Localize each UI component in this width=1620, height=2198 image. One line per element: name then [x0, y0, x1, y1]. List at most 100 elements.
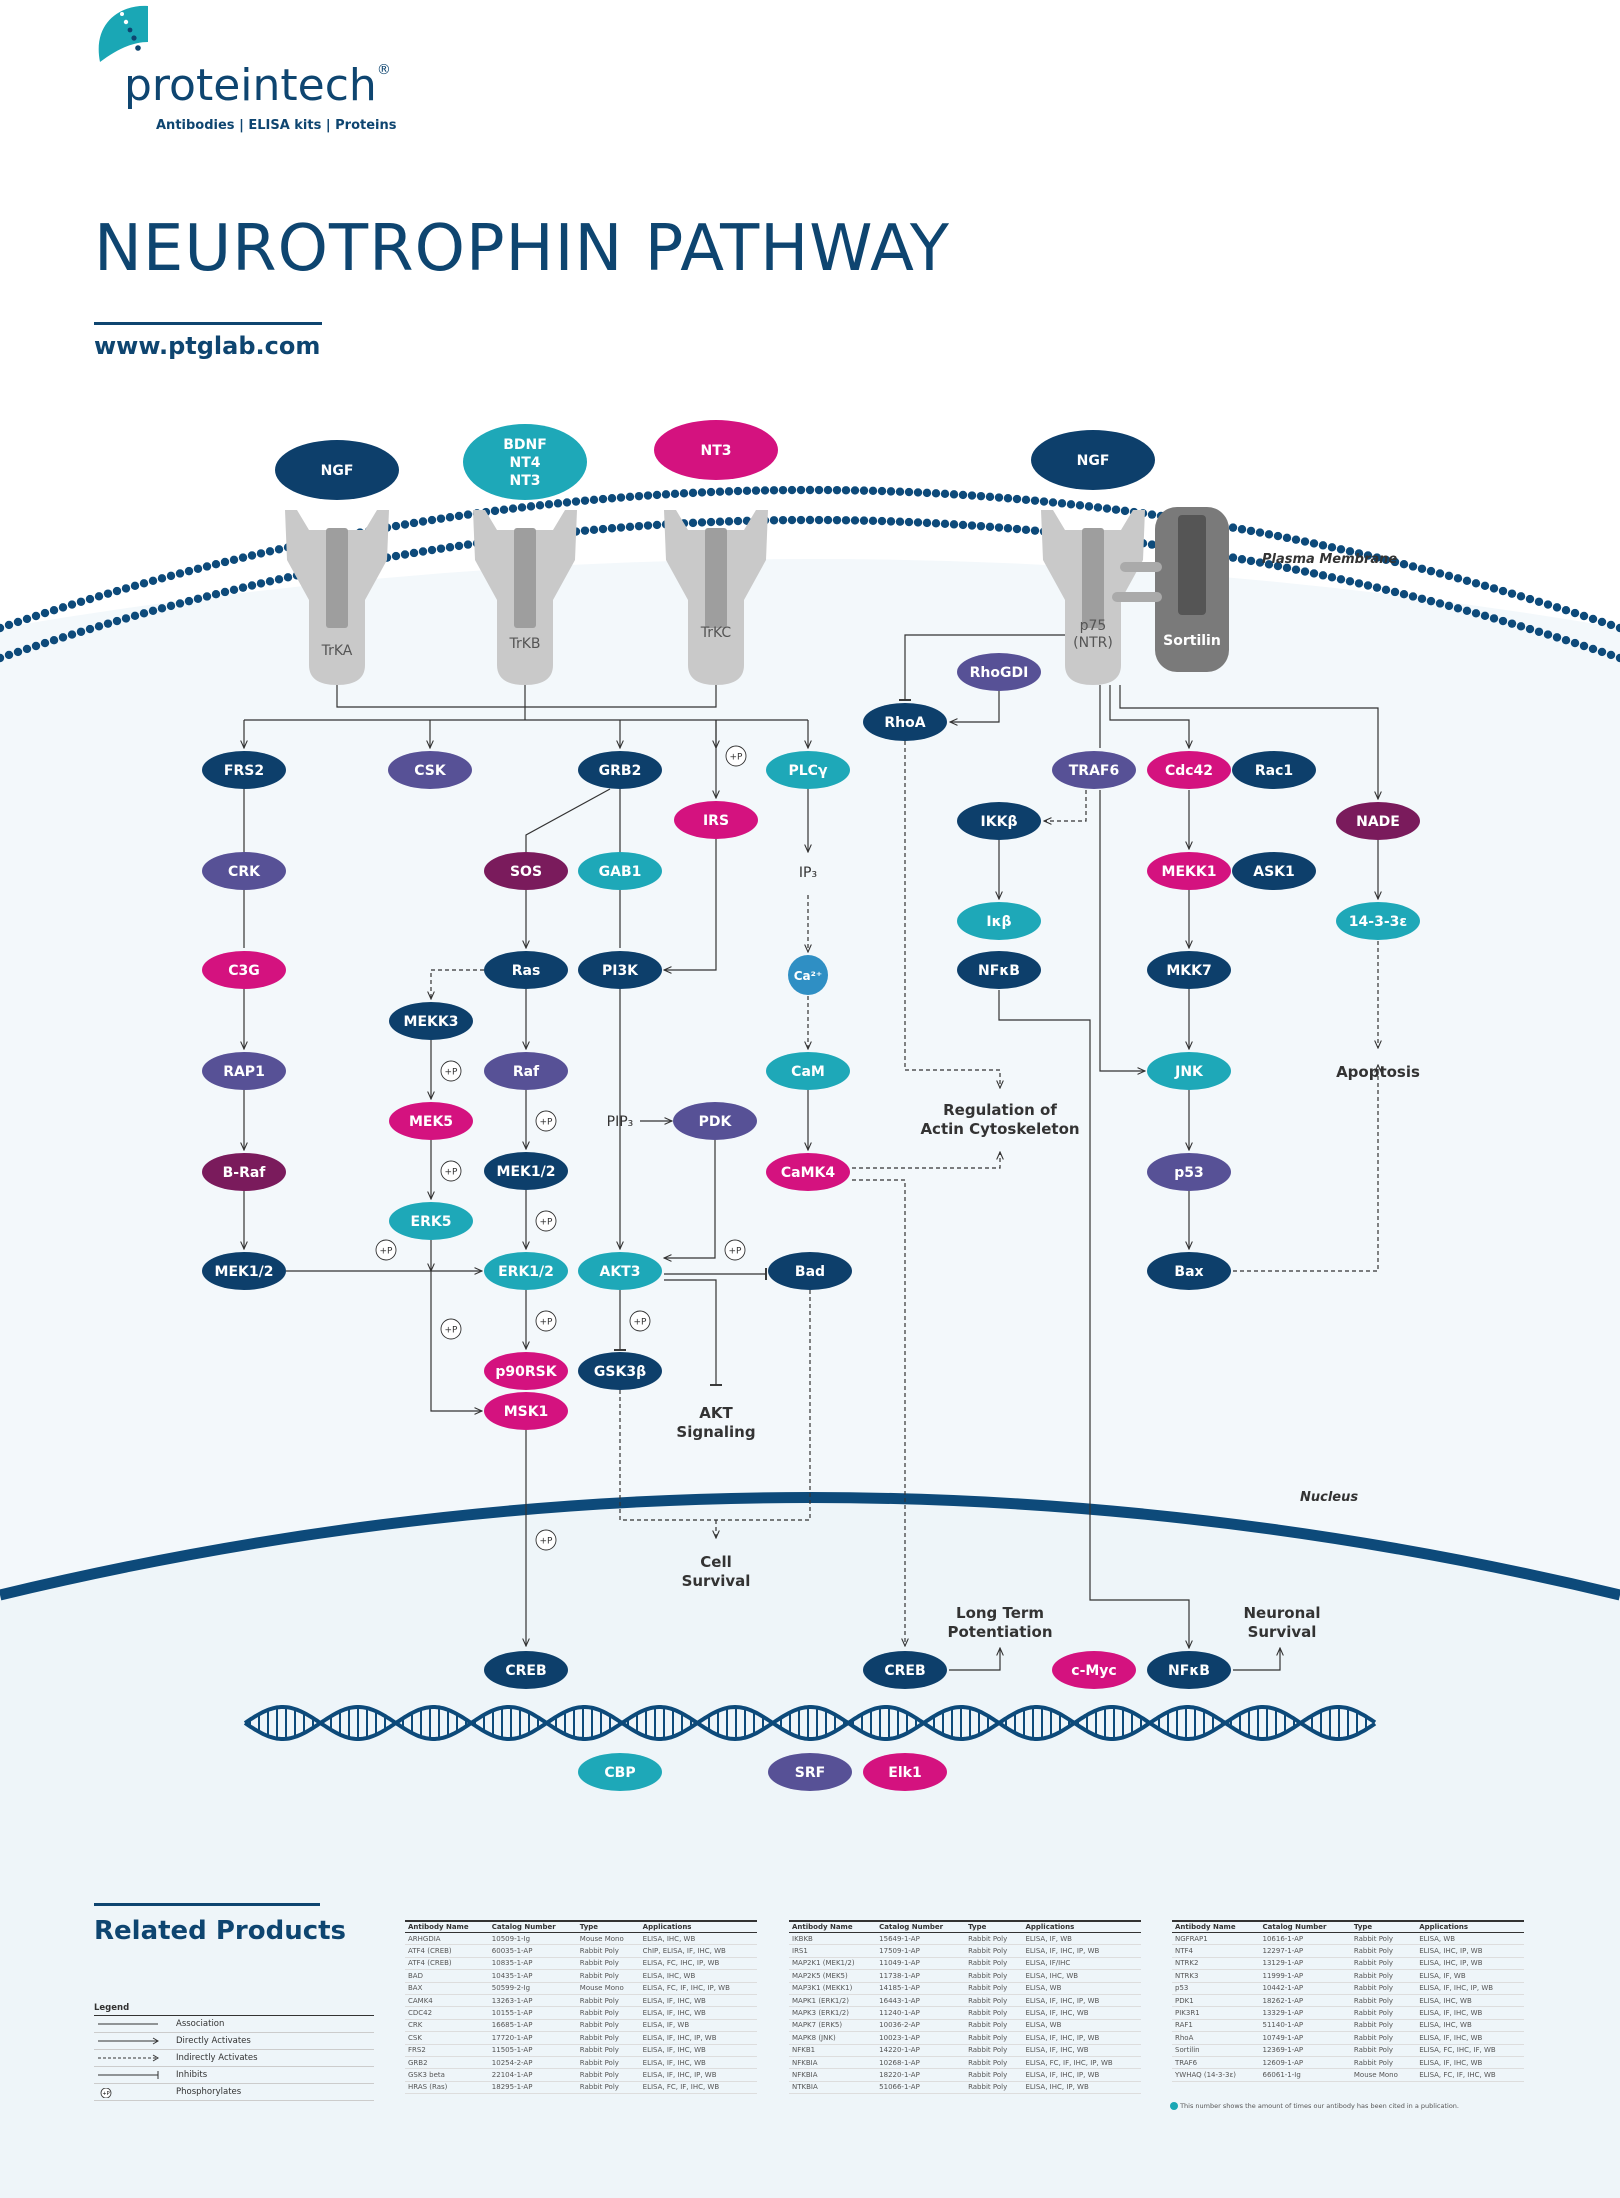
citation-footnote: This number shows the amount of times ou…	[1170, 2102, 1459, 2110]
node-label-c3g: C3G	[228, 963, 260, 979]
node-label-srf: SRF	[795, 1765, 825, 1781]
node-c3g: C3G	[202, 951, 286, 989]
edge-cellsurv-left	[619, 1290, 811, 1521]
node-crk: CRK	[202, 852, 286, 890]
label-neur_1: Neuronal	[1243, 1604, 1320, 1622]
node-braf: B-Raf	[202, 1153, 286, 1191]
edge-akt-sig	[664, 1279, 722, 1386]
phosphorylation-badge: +P	[629, 1310, 651, 1332]
column-header: Catalog Number	[1259, 1920, 1351, 1933]
node-label-ca: Ca²⁺	[794, 969, 823, 983]
node-rap1: RAP1	[202, 1052, 286, 1090]
label-akt_sig_2: Signaling	[676, 1423, 755, 1441]
dna-helix	[243, 1704, 1377, 1742]
node-mek12b: MEK1/2	[202, 1252, 286, 1290]
label-pip3: PIP₃	[607, 1114, 634, 1130]
svg-text:+P: +P	[540, 1118, 554, 1128]
label-actin_2: Actin Cytoskeleton	[920, 1120, 1079, 1138]
edge-bax-apoptosis	[1233, 1065, 1378, 1272]
node-label-akt3: AKT3	[600, 1264, 641, 1280]
node-label-rap1: RAP1	[223, 1064, 265, 1080]
node-mek5: MEK5	[389, 1102, 473, 1140]
node-pi3k: PI3K	[578, 951, 662, 989]
node-gsk3b: GSK3β	[578, 1352, 662, 1390]
phosphorylation-badge: +P	[440, 1160, 462, 1182]
edge-p75-cdc42	[1109, 685, 1189, 748]
node-sos: SOS	[484, 852, 568, 890]
node-grb2: GRB2	[578, 751, 662, 789]
phosphorylation-badge: +P	[724, 1239, 746, 1261]
receptor-trkb	[473, 510, 577, 685]
edge-rhoa-actin	[904, 741, 1000, 1088]
node-label-cam: CaM	[791, 1064, 825, 1080]
label-cell_surv_2: Survival	[682, 1572, 751, 1590]
node-creb2: CREB	[863, 1651, 947, 1689]
node-srf: SRF	[768, 1753, 852, 1791]
edge-camk4-actin	[852, 1152, 1000, 1169]
node-bad: Bad	[768, 1252, 852, 1290]
related-products-title: Related Products	[94, 1916, 347, 1946]
receptor-label-p75-2: (NTR)	[1073, 635, 1113, 651]
ligand-label: BDNF	[503, 437, 547, 453]
receptor-sortilin	[1112, 507, 1229, 672]
node-ca: Ca²⁺	[788, 955, 828, 995]
node-elk1: Elk1	[863, 1753, 947, 1791]
edge-camk4-creb	[852, 1179, 905, 1646]
column-header: Type	[576, 1920, 640, 1933]
node-label-p90rsk: p90RSK	[495, 1364, 557, 1380]
node-label-cbp: CBP	[604, 1765, 635, 1781]
label-actin_1: Regulation of	[943, 1101, 1057, 1119]
edge-p75-rhoa	[899, 634, 1070, 701]
node-label-mekk1: MEKK1	[1162, 864, 1217, 880]
receptor-label-p75: p75	[1080, 618, 1107, 634]
edge-ras-mekk3	[431, 969, 484, 999]
brand-name: proteintech®	[124, 60, 391, 111]
phosphorylation-badge: +P	[535, 1110, 557, 1132]
edge-erk5-msk1	[430, 1271, 482, 1411]
phosphorylation-badge: +P	[375, 1239, 397, 1261]
node-label-creb1: CREB	[505, 1663, 546, 1679]
node-label-traf6: TRAF6	[1069, 763, 1119, 779]
node-label-csk: CSK	[414, 763, 447, 779]
edge-creb-ltp	[949, 1648, 1000, 1671]
column-header: Antibody Name	[405, 1920, 489, 1933]
node-label-nfkb1: NFκB	[978, 963, 1020, 979]
legend-inhibits: Inhibits	[94, 2067, 374, 2084]
node-irs: IRS	[674, 801, 758, 839]
node-label-nade: NADE	[1356, 814, 1400, 830]
node-label-frs2: FRS2	[224, 763, 264, 779]
node-csk: CSK	[388, 751, 472, 789]
column-header: Applications	[1416, 1920, 1524, 1933]
legend-association: Association	[94, 2016, 374, 2033]
node-label-erk12: ERK1/2	[498, 1264, 554, 1280]
edge-nfkb-survival	[1233, 1648, 1280, 1671]
edge-grb2-sos	[525, 788, 611, 852]
svg-text:+P: +P	[729, 1247, 743, 1257]
node-frs2: FRS2	[202, 751, 286, 789]
node-label-bad: Bad	[795, 1264, 825, 1280]
node-nade: NADE	[1336, 802, 1420, 840]
website-link[interactable]: www.ptglab.com	[94, 332, 321, 360]
node-label-ask1: ASK1	[1253, 864, 1295, 880]
label-ip3: IP₃	[799, 865, 817, 881]
title-divider	[94, 322, 322, 325]
svg-text:+P: +P	[540, 1318, 554, 1328]
